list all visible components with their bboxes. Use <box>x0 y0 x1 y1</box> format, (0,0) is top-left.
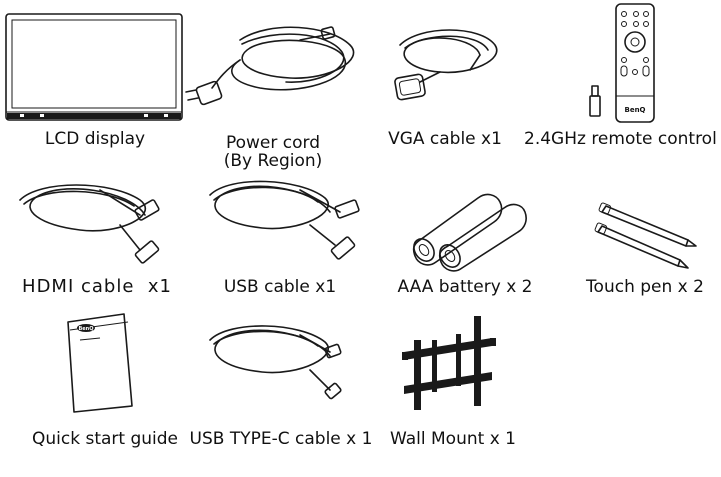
guide-brand-logo: BenQ <box>78 326 93 332</box>
remote-control-icon: BenQ <box>589 3 655 123</box>
usb-cable-label: USB cable x1 <box>223 277 337 297</box>
aaa-battery-label: AAA battery x 2 <box>397 277 533 297</box>
lcd-display-icon <box>5 13 183 121</box>
touch-pen-label: Touch pen x 2 <box>586 277 704 297</box>
power-cord-label: Power cord (By Region) <box>223 133 323 171</box>
remote-brand-logo: BenQ <box>624 106 645 114</box>
usb-type-c-cable-label: USB TYPE-C cable x 1 <box>189 429 373 449</box>
vga-cable-label: VGA cable x1 <box>388 129 502 149</box>
hdmi-cable-label: HDMI cable x1 <box>22 276 172 297</box>
vga-cable-icon <box>394 29 498 101</box>
wall-mount-label: Wall Mount x 1 <box>390 429 516 449</box>
remote-control-label: 2.4GHz remote control <box>524 129 717 149</box>
quick-start-guide-label: Quick start guide <box>31 429 178 449</box>
lcd-display-label: LCD display <box>44 129 146 149</box>
power-cord-icon <box>185 26 355 106</box>
